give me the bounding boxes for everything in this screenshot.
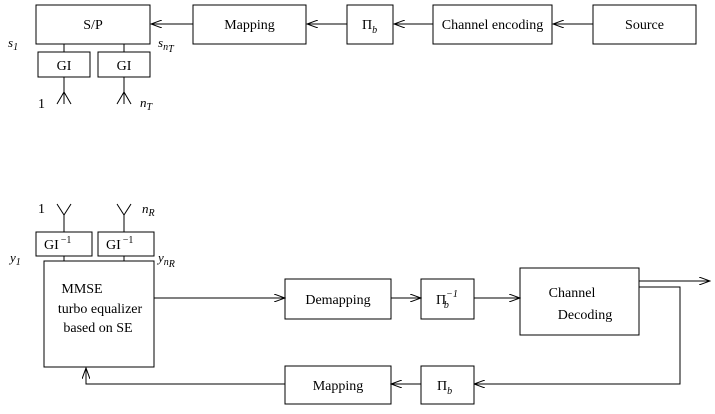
deinterleaver-block <box>420 278 475 320</box>
channel-decoding-label-line1: Channel <box>549 286 596 301</box>
feedback-mapping-label: Mapping <box>313 379 364 394</box>
feedback-interleaver-block <box>420 365 475 405</box>
mmse-turbo-equalizer-block <box>43 260 155 368</box>
guard-interval-block-left <box>37 51 91 78</box>
interleaver-symbol: Πb <box>362 18 377 36</box>
mapping-label: Mapping <box>224 18 275 33</box>
guard-interval-block-right <box>97 51 151 78</box>
guard-interval-label-right: GI <box>117 59 132 74</box>
source-label: Source <box>625 18 664 33</box>
interleaver-block <box>346 4 394 45</box>
signal-label-snT: snT <box>158 35 175 55</box>
serial-to-parallel-label: S/P <box>83 18 103 33</box>
equalizer-label-line1: MMSE <box>61 282 102 297</box>
tx-antenna-left <box>56 77 72 105</box>
feedback-interleaver-symbol: Πb <box>437 379 452 397</box>
channel-encoding-label: Channel encoding <box>442 18 543 33</box>
mapping-block <box>192 4 307 45</box>
inverse-guard-interval-block-right <box>97 231 155 257</box>
feedback-mapping-block <box>284 365 392 405</box>
tx-antenna-right <box>116 77 132 105</box>
tx-antenna-label-1: 1 <box>38 97 45 112</box>
tx-antenna-label-nT: nT <box>140 95 154 113</box>
channel-encoding-block <box>432 4 553 45</box>
channel-decoding-block <box>519 267 640 336</box>
receiver-chain: 1 nR GI−1 GI−1 y1 ynR MMSE turbo equaliz… <box>8 201 710 405</box>
channel-decoding-label-line2: Decoding <box>558 308 612 323</box>
equalizer-label-line2: turbo equalizer <box>58 302 143 317</box>
transmitter-chain: Source Channel encoding Πb Mapping S/P G… <box>8 4 697 113</box>
source-block <box>592 4 697 45</box>
guard-interval-label-left: GI <box>57 59 72 74</box>
feedback-wire-from-decoder <box>474 286 681 384</box>
demapping-block <box>284 278 392 320</box>
inverse-guard-interval-label-left: GI−1 <box>44 235 71 253</box>
equalizer-label-line3: based on SE <box>63 321 132 336</box>
rx-antenna-left <box>56 203 72 232</box>
rx-antenna-right <box>116 203 132 232</box>
received-label-y1: y1 <box>8 250 21 268</box>
signal-label-s1: s1 <box>8 35 18 53</box>
rx-antenna-label-nR: nR <box>142 201 155 219</box>
received-label-ynR: ynR <box>156 250 175 270</box>
rx-antenna-label-1: 1 <box>38 202 45 217</box>
inverse-guard-interval-label-right: GI−1 <box>106 235 133 253</box>
demapping-label: Demapping <box>305 293 370 308</box>
arrow-mapping-to-equalizer <box>86 368 285 385</box>
